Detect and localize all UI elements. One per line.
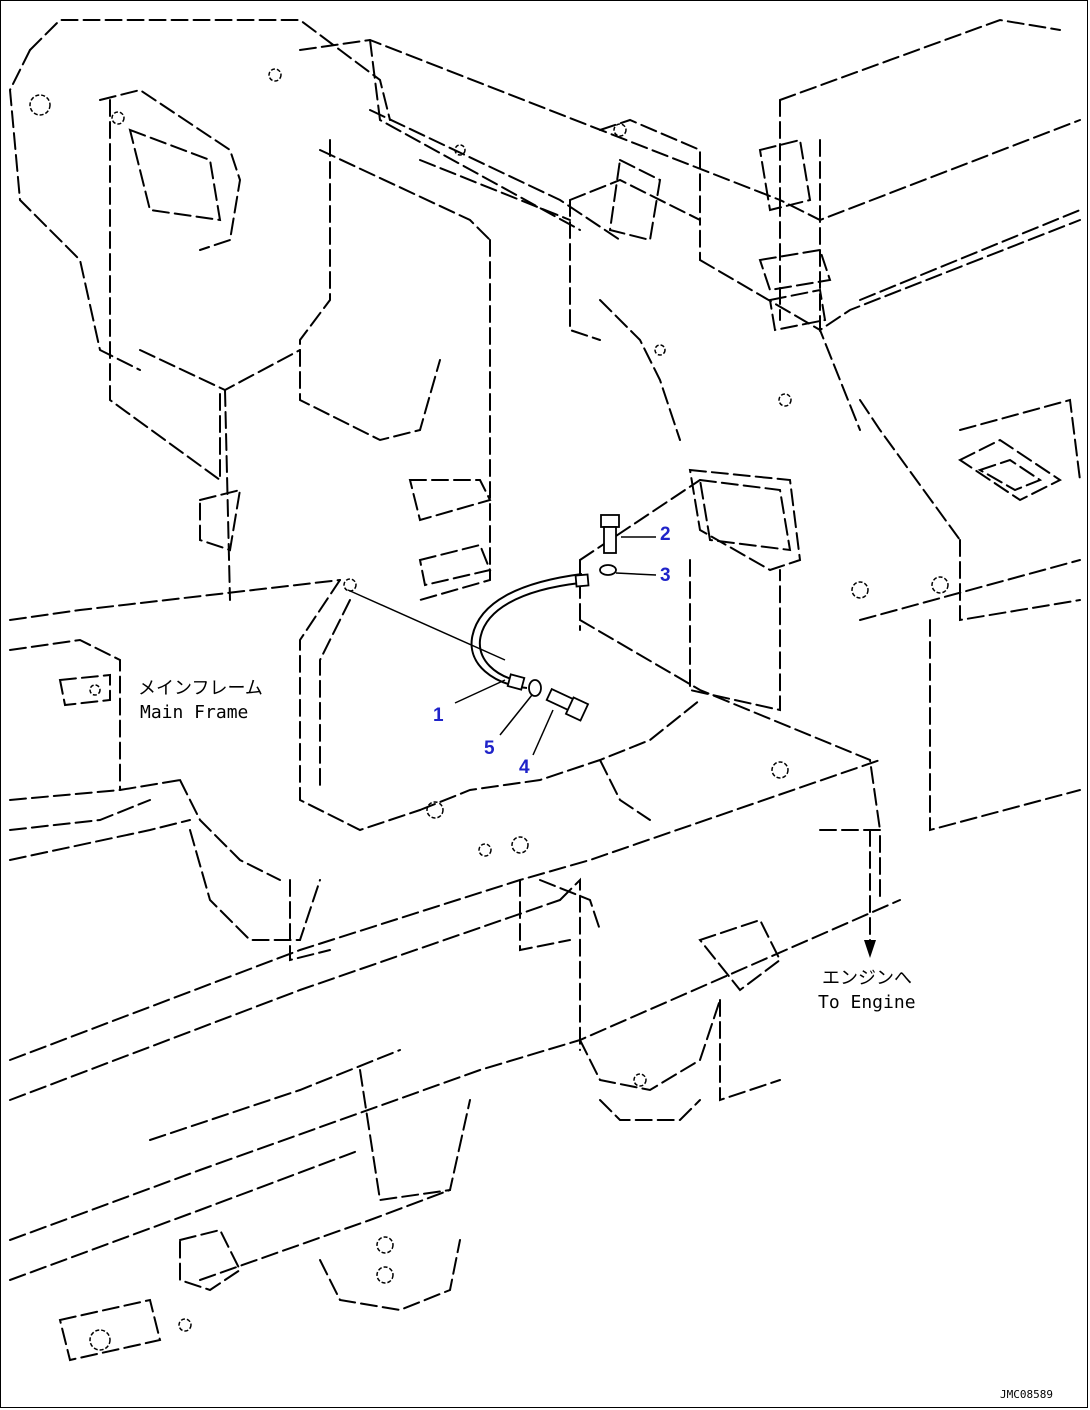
callout-2: 2 xyxy=(660,524,671,545)
callout-4: 4 xyxy=(519,757,530,778)
main-frame-label-jp: メインフレーム xyxy=(138,678,263,699)
callout-5: 5 xyxy=(484,738,495,759)
drawing-code: JMC08589 xyxy=(1000,1388,1053,1401)
callout-1: 1 xyxy=(433,705,444,726)
to-engine-label-en: To Engine xyxy=(818,992,916,1013)
callout-3: 3 xyxy=(660,565,671,586)
main-frame-label-en: Main Frame xyxy=(140,702,249,723)
to-engine-label-jp: エンジンへ xyxy=(822,968,912,989)
